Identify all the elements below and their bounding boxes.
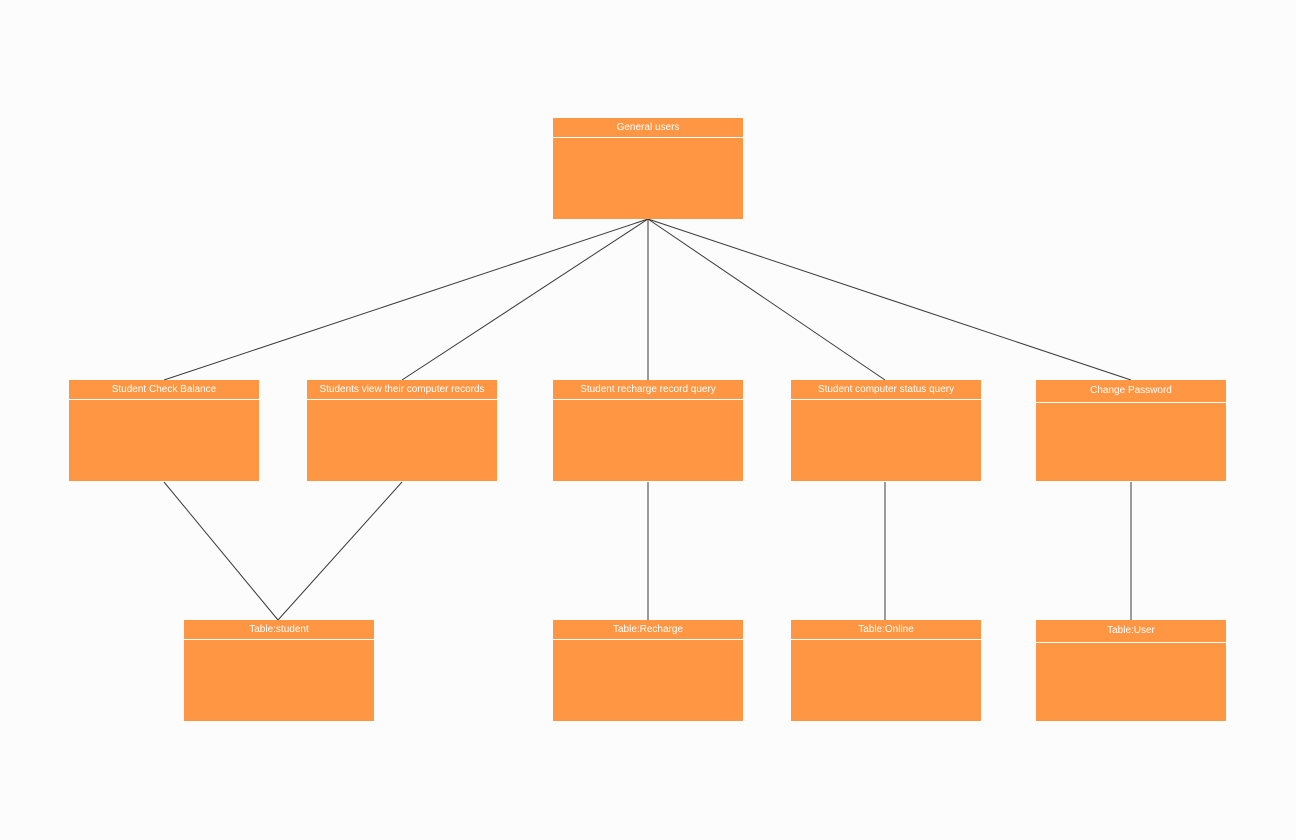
node-table-student[interactable]: Table:student [184, 620, 374, 721]
node-students-view-computer-records[interactable]: Students view their computer records [307, 380, 497, 481]
connector-general-to-status-query [647, 218, 886, 381]
node-title: Student computer status query [791, 380, 981, 400]
connector-check-balance-to-table-student [163, 481, 279, 621]
node-title: Student recharge record query [553, 380, 743, 400]
connector-general-to-check-balance [163, 218, 649, 381]
node-title: Table:User [1036, 620, 1226, 643]
node-title: General users [553, 118, 743, 138]
node-student-check-balance[interactable]: Student Check Balance [69, 380, 259, 481]
node-table-online[interactable]: Table:Online [791, 620, 981, 721]
node-title: Table:Online [791, 620, 981, 640]
node-general-users[interactable]: General users [553, 118, 743, 219]
node-table-user[interactable]: Table:User [1036, 620, 1226, 721]
node-table-recharge[interactable]: Table:Recharge [553, 620, 743, 721]
connector-general-to-change-password [647, 218, 1132, 381]
node-student-recharge-record-query[interactable]: Student recharge record query [553, 380, 743, 481]
node-student-computer-status-query[interactable]: Student computer status query [791, 380, 981, 481]
node-title: Student Check Balance [69, 380, 259, 400]
node-title: Table:Recharge [553, 620, 743, 640]
node-title: Students view their computer records [307, 380, 497, 400]
node-title: Table:student [184, 620, 374, 640]
node-title: Change Password [1036, 380, 1226, 403]
connector-view-records-to-table-student [277, 481, 403, 621]
node-change-password[interactable]: Change Password [1036, 380, 1226, 481]
connector-general-to-view-records [401, 218, 649, 381]
